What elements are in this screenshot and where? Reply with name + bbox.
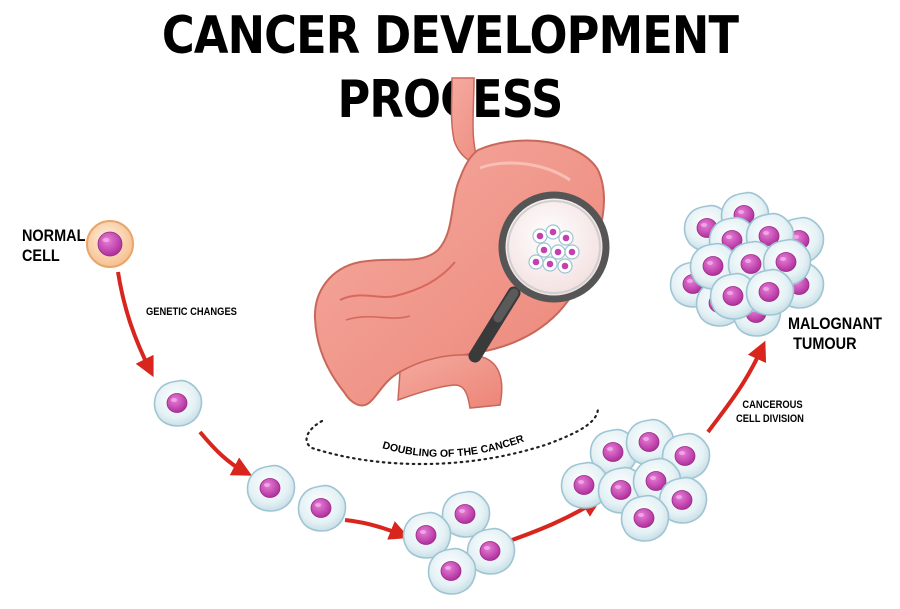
arrow-genetic-changes	[116, 271, 154, 378]
label-cancerous-line1: CANCEROUS	[742, 399, 803, 411]
label-cancerous-division: CANCEROUS CELL DIVISION	[736, 398, 804, 426]
label-genetic-changes: GENETIC CHANGES	[146, 306, 237, 318]
cancer-cells-dividing	[560, 418, 711, 542]
label-malignant-tumour: MALOGNANT TUMOUR	[788, 314, 882, 354]
label-malignant-line2: TUMOUR	[793, 334, 857, 353]
label-normal-cell: NORMAL CELL	[22, 226, 85, 266]
cancer-cells-four	[402, 490, 516, 595]
page-title: CANCER DEVELOPMENT PROCESS	[161, 6, 739, 130]
label-malignant-line1: MALOGNANT	[788, 314, 882, 333]
doubling-dotted-arc	[305, 406, 600, 466]
label-normal-line1: NORMAL	[22, 226, 86, 245]
label-cancerous-line2: CELL DIVISION	[736, 413, 804, 425]
label-normal-line2: CELL	[22, 246, 60, 265]
cancer-cells-two	[246, 464, 347, 532]
arrow-to-four	[344, 518, 410, 540]
arrow-to-tumour	[706, 340, 767, 434]
duodenum	[397, 354, 503, 409]
arrow-to-doubling	[198, 430, 253, 476]
cancer-cell-single	[153, 379, 203, 427]
normal-cell-icon	[86, 220, 134, 268]
magnifying-glass-icon	[468, 191, 610, 363]
